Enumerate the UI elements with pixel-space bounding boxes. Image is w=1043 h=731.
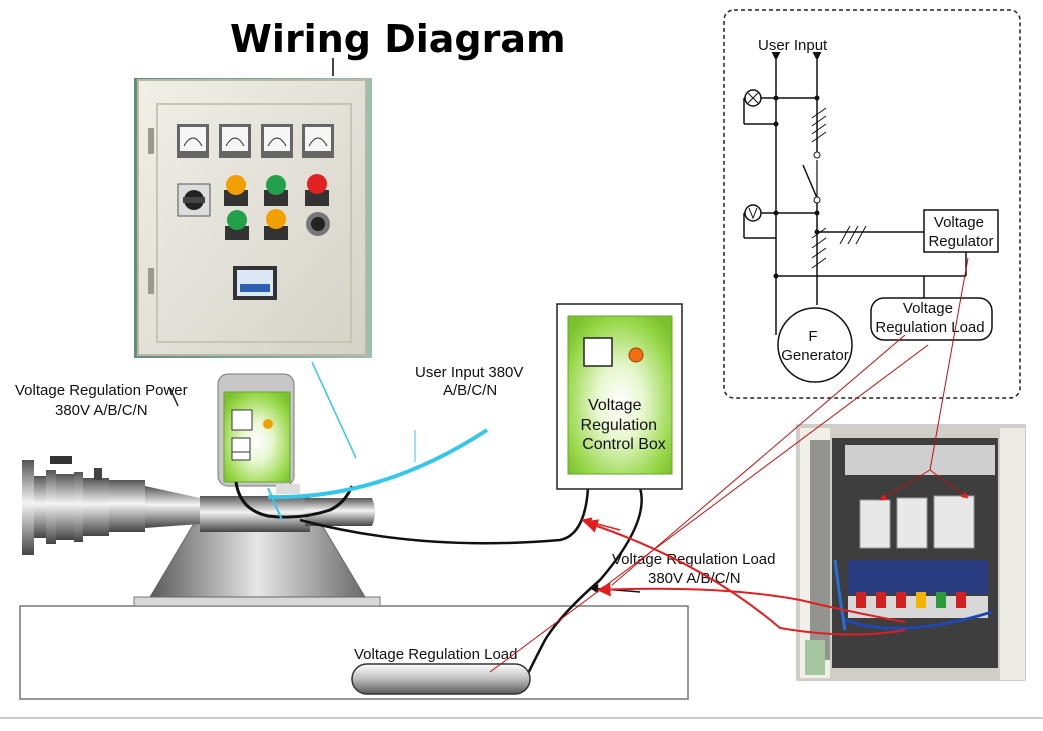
meter-icon-2 xyxy=(219,124,251,158)
diagram-title: Wiring Diagram xyxy=(230,17,566,61)
voltmeter-icon xyxy=(743,204,820,239)
voltage-regulator-label: Voltage Regulator xyxy=(928,214,993,250)
indicator-light-icon-green xyxy=(264,175,288,206)
meter-icon-4 xyxy=(302,124,334,158)
schematic-load-label: Voltage Regulation Load xyxy=(875,300,984,336)
controller-display-icon xyxy=(233,266,277,300)
arrow-icon xyxy=(583,519,906,636)
generator-junction-box-icon xyxy=(217,373,300,494)
cable-load xyxy=(523,487,643,681)
potentiometer-icon xyxy=(306,212,330,236)
cable-user-input xyxy=(267,428,489,500)
lamp-icon xyxy=(743,89,820,127)
selector-switch-icon xyxy=(177,183,211,217)
power-label: Voltage Regulation Power 380V A/B/C/N xyxy=(15,382,192,419)
indicator-light-icon-red xyxy=(305,174,329,206)
indicator-light-icon-orange-2 xyxy=(264,209,288,240)
meter-icon-1 xyxy=(177,124,209,158)
arrow-icon xyxy=(596,582,906,623)
control-cabinet-photo xyxy=(134,78,372,358)
user-input-label: User Input 380V A/B/C/N xyxy=(415,364,528,399)
schematic-panel xyxy=(723,9,1021,399)
voltage-regulation-load-icon xyxy=(351,663,531,695)
terminal-block-icon xyxy=(848,592,988,618)
cable-power xyxy=(234,481,354,519)
generator-symbol xyxy=(777,307,853,383)
leader-line-load xyxy=(489,344,929,673)
engine-shaft-icon xyxy=(22,456,200,555)
generator-body-icon xyxy=(200,496,375,532)
meter-icon-3 xyxy=(261,124,293,158)
electrical-panel-photo xyxy=(796,424,1026,681)
generator-label: F Generator xyxy=(781,328,849,364)
control-box-label: Voltage Regulation Control Box xyxy=(581,397,666,453)
load-label-bottom: Voltage Regulation Load xyxy=(354,646,517,663)
indicator-light-icon-yellow xyxy=(224,175,248,206)
schematic-user-input-label: User Input xyxy=(758,37,828,54)
leader-line-regulator xyxy=(929,257,969,471)
generator-test-bed xyxy=(19,373,689,700)
regulator-module-icon xyxy=(859,495,975,549)
voltage-regulation-control-box xyxy=(556,303,683,490)
indicator-light-icon-green-2 xyxy=(225,210,249,240)
